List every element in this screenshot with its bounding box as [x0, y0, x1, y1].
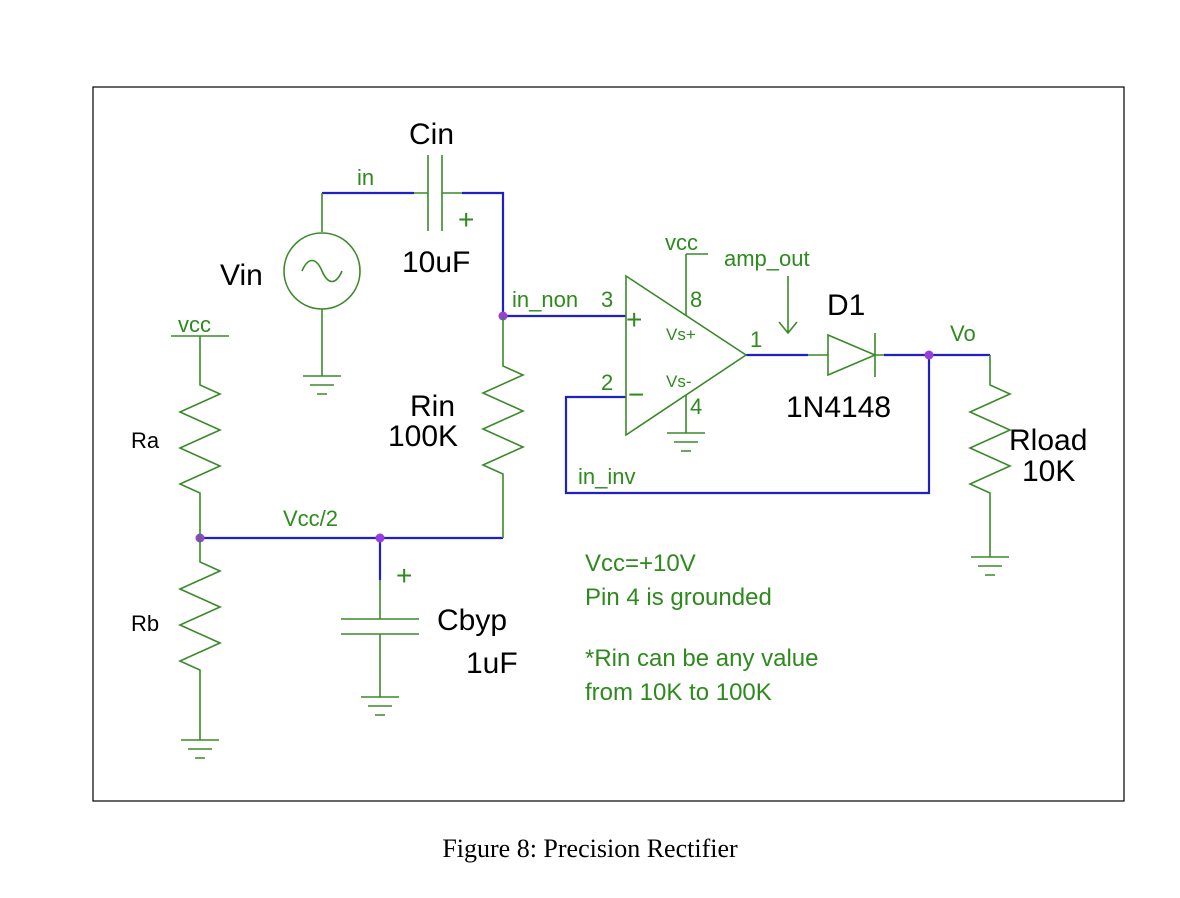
opamp-plus-symbol: + — [626, 304, 642, 335]
schematic-frame — [92, 86, 1125, 802]
note-line-2: Pin 4 is grounded — [585, 584, 772, 611]
opamp-vs-minus: Vs- — [666, 372, 692, 391]
net-in-label: in — [357, 165, 374, 190]
amp-out-arrow — [778, 276, 798, 335]
cin-name: Cin — [409, 118, 454, 151]
wire-cin-right — [462, 191, 505, 316]
wires — [200, 191, 990, 580]
opamp: + − Vs+ Vs- 3 2 8 4 1 — [601, 253, 762, 452]
node-vcc-half-cbyp — [375, 533, 385, 543]
net-in-non-label: in_non — [512, 287, 578, 312]
d1-diode — [808, 333, 884, 377]
opamp-minus-symbol: − — [628, 379, 644, 410]
cin-capacitor: + — [414, 155, 474, 235]
cin-plus-sign: + — [458, 204, 474, 235]
opamp-vs-plus: Vs+ — [666, 325, 696, 344]
pin-4-label: 4 — [690, 394, 702, 419]
node-vo — [924, 350, 934, 360]
ra-resistor — [171, 335, 229, 538]
wire-feedback — [564, 355, 931, 495]
d1-name: D1 — [827, 289, 865, 322]
rload-value: 10K — [1022, 455, 1075, 488]
pin-1-label: 1 — [750, 327, 762, 352]
rb-resistor — [178, 538, 222, 759]
rin-value: 100K — [388, 420, 458, 453]
rload-resistor — [968, 355, 1012, 576]
net-amp-out-label: amp_out — [724, 246, 810, 271]
pin-8-label: 8 — [690, 287, 702, 312]
net-vo-label: Vo — [950, 321, 976, 346]
d1-value: 1N4148 — [786, 391, 891, 424]
net-in-inv-label: in_inv — [578, 464, 635, 489]
vcc-opamp-label: vcc — [665, 230, 698, 255]
cbyp-name: Cbyp — [437, 604, 507, 637]
ra-name: Ra — [131, 428, 160, 453]
figure-caption: Figure 8: Precision Rectifier — [442, 834, 738, 863]
pin-2-label: 2 — [601, 370, 613, 395]
cbyp-capacitor: + — [341, 560, 419, 716]
note-line-1: Vcc=+10V — [585, 550, 696, 577]
note-line-4: from 10K to 100K — [585, 679, 772, 706]
rin-resistor — [481, 316, 525, 538]
cin-value: 10uF — [402, 246, 470, 279]
vin-name: Vin — [220, 259, 263, 292]
rb-name: Rb — [131, 611, 159, 636]
notes: Vcc=+10V Pin 4 is grounded *Rin can be a… — [585, 550, 818, 706]
rin-name: Rin — [410, 390, 455, 423]
pin-3-label: 3 — [601, 287, 613, 312]
net-vcc-half-label: Vcc/2 — [283, 506, 338, 531]
cbyp-plus-sign: + — [396, 560, 412, 591]
vcc-ra-label: vcc — [178, 312, 211, 337]
vin-source — [283, 193, 361, 395]
note-line-3: *Rin can be any value — [585, 645, 818, 672]
rload-name: Rload — [1009, 424, 1087, 457]
cbyp-value: 1uF — [466, 647, 518, 680]
